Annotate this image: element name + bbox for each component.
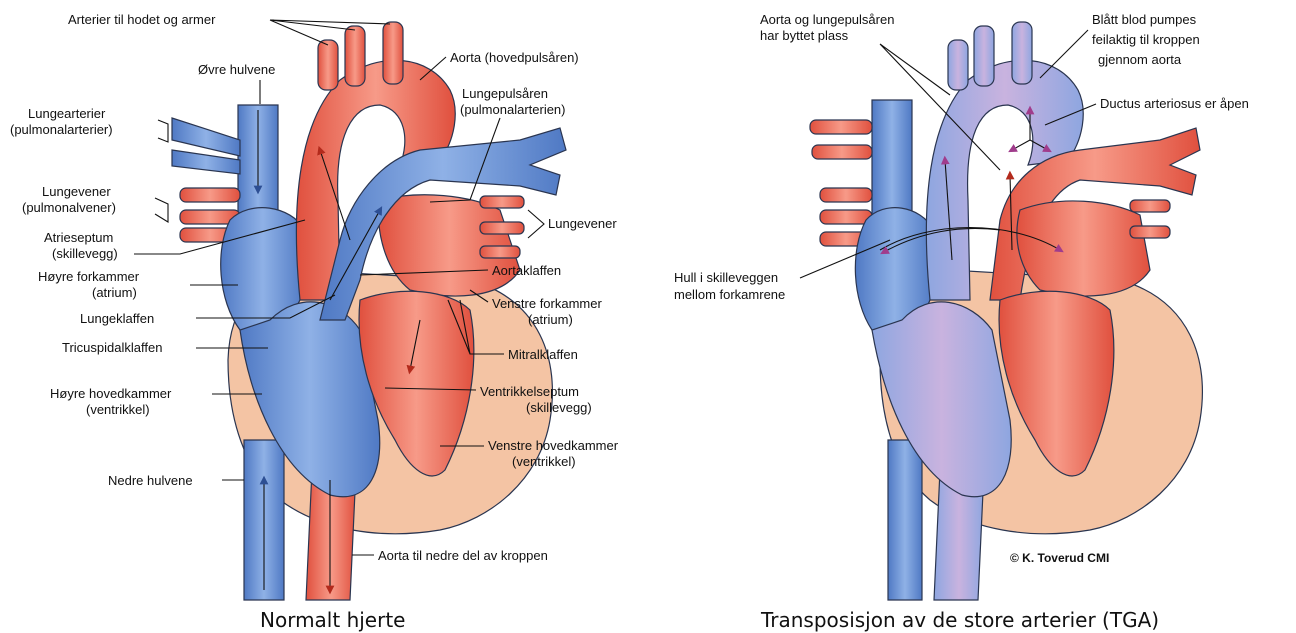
label-venstre-hovedkammer-1: Venstre hovedkammer xyxy=(488,438,619,453)
label-byttet-1: Aorta og lungepulsåren xyxy=(760,12,894,27)
label-byttet-2: har byttet plass xyxy=(760,28,849,43)
caption-normal-heart: Normalt hjerte xyxy=(260,608,405,632)
label-mitralklaffen: Mitralklaffen xyxy=(508,347,578,362)
label-hoyre-forkammer-2: (atrium) xyxy=(92,285,137,300)
label-venstre-forkammer-2: (atrium) xyxy=(528,312,573,327)
label-ductus: Ductus arteriosus er åpen xyxy=(1100,96,1249,111)
label-ventrikkelseptum-2: (skillevegg) xyxy=(526,400,592,415)
label-ventrikkelseptum-1: Ventrikkelseptum xyxy=(480,384,579,399)
copyright: © K. Toverud CMI xyxy=(1010,551,1109,565)
label-aorta-nedre: Aorta til nedre del av kroppen xyxy=(378,548,548,563)
label-aorta: Aorta (hovedpulsåren) xyxy=(450,50,579,65)
label-venstre-hovedkammer-2: (ventrikkel) xyxy=(512,454,576,469)
label-hull-1: Hull i skilleveggen xyxy=(674,270,778,285)
label-atrieseptum-2: (skillevegg) xyxy=(52,246,118,261)
label-hull-2: mellom forkamrene xyxy=(674,287,785,302)
label-aortaklaffen: Aortaklaffen xyxy=(492,263,561,278)
label-blatt-3: gjennom aorta xyxy=(1098,52,1182,67)
label-lungevener-left-2: (pulmonalvener) xyxy=(22,200,116,215)
label-lungepulsaren-2: (pulmonalarterien) xyxy=(460,102,566,117)
caption-tga: Transposisjon av de store arterier (TGA) xyxy=(760,608,1159,632)
label-lungevener-right: Lungevener xyxy=(548,216,617,231)
label-lungearterier-2: (pulmonalarterier) xyxy=(10,122,113,137)
label-lungearterier-1: Lungearterier xyxy=(28,106,106,121)
label-blatt-2: feilaktig til kroppen xyxy=(1092,32,1200,47)
label-atrieseptum-1: Atrieseptum xyxy=(44,230,113,245)
label-venstre-forkammer-1: Venstre forkammer xyxy=(492,296,602,311)
label-lungevener-left-1: Lungevener xyxy=(42,184,111,199)
label-tricuspidalklaffen: Tricuspidalklaffen xyxy=(62,340,162,355)
label-hoyre-hovedkammer-2: (ventrikkel) xyxy=(86,402,150,417)
label-lungepulsaren-1: Lungepulsåren xyxy=(462,86,548,101)
label-hoyre-hovedkammer-1: Høyre hovedkammer xyxy=(50,386,172,401)
label-hoyre-forkammer-1: Høyre forkammer xyxy=(38,269,140,284)
label-lungeklaffen: Lungeklaffen xyxy=(80,311,154,326)
label-arterier-hode: Arterier til hodet og armer xyxy=(68,12,216,27)
label-nedre-hulvene: Nedre hulvene xyxy=(108,473,193,488)
label-blatt-1: Blått blod pumpes xyxy=(1092,12,1197,27)
label-ovre-hulvene: Øvre hulvene xyxy=(198,62,275,77)
